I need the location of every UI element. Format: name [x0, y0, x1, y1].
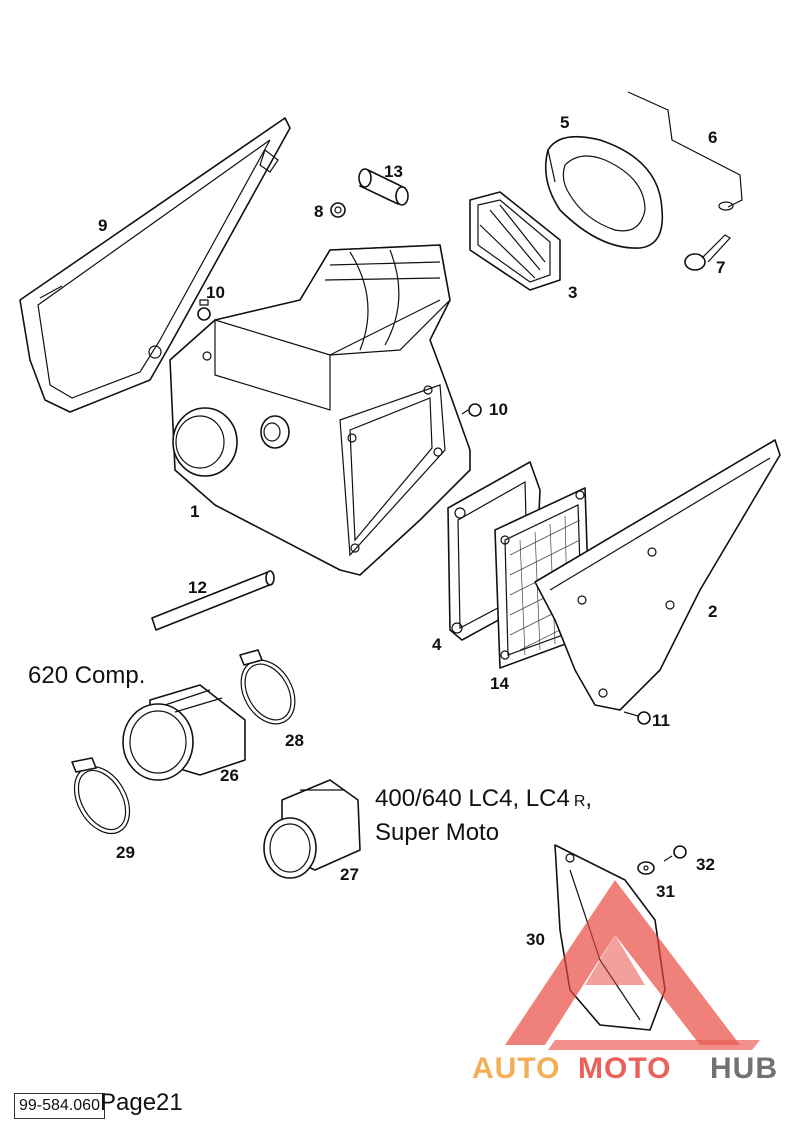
watermark-moto: MOTO	[578, 1052, 671, 1085]
caption-lc4-comma: ,	[585, 785, 592, 812]
part-10-screw-upper	[197, 299, 211, 321]
page-number: Page21	[100, 1089, 183, 1116]
label-part-32: 32	[696, 855, 715, 874]
caption-lc4-r: R	[574, 793, 586, 810]
part-1-airbox	[169, 244, 471, 576]
part-13-sleeve	[358, 168, 409, 206]
label-part-1: 1	[190, 502, 199, 521]
label-part-9: 9	[98, 216, 107, 235]
label-part-6: 6	[708, 128, 717, 147]
part-12-hose	[151, 570, 275, 631]
part-9-left-side-cover	[19, 117, 291, 413]
label-part-28: 28	[285, 731, 304, 750]
label-part-10-upper: 10	[206, 283, 225, 302]
watermark-hub: HUB	[710, 1052, 778, 1085]
label-part-31: 31	[656, 882, 675, 901]
part-32-screw	[663, 845, 687, 862]
part-31-washer	[637, 861, 655, 875]
label-part-27: 27	[340, 865, 359, 884]
part-5-air-filter	[544, 135, 664, 249]
caption-620-comp: 620 Comp.	[28, 662, 145, 689]
label-part-7: 7	[716, 258, 725, 277]
label-part-2: 2	[708, 602, 717, 621]
part-7-pin	[684, 234, 731, 271]
label-part-26: 26	[220, 766, 239, 785]
label-part-11: 11	[652, 711, 670, 730]
watermark-auto: AUTO	[472, 1052, 560, 1085]
watermark-triangle-icon	[505, 880, 740, 1045]
part-3-filter-holder	[469, 191, 561, 291]
automotohub-watermark: AUTO MOTO HUB	[472, 880, 778, 1085]
part-29-clamp	[71, 757, 131, 835]
label-part-30: 30	[526, 930, 545, 949]
document-code: 99-584.060	[14, 1093, 105, 1119]
label-part-29: 29	[116, 843, 135, 862]
label-part-14: 14	[490, 674, 509, 693]
label-part-12: 12	[188, 578, 207, 597]
label-part-4: 4	[432, 635, 442, 654]
part-11-screw	[623, 711, 651, 725]
label-part-8: 8	[314, 202, 323, 221]
caption-super-moto: Super Moto	[375, 819, 499, 846]
caption-lc4-text: 400/640 LC4, LC4	[375, 785, 570, 812]
part-8-nut	[330, 202, 346, 218]
part-6-wire-clip	[627, 91, 743, 211]
part-27-intake-boot	[263, 779, 361, 879]
part-28-clamp	[239, 649, 296, 725]
label-part-5: 5	[560, 113, 569, 132]
part-2-right-side-cover	[534, 439, 781, 711]
label-part-13: 13	[384, 162, 403, 181]
label-part-10-mid: 10	[489, 400, 508, 419]
label-part-3: 3	[568, 283, 577, 302]
part-26-intake-boot	[122, 684, 246, 781]
part-10-screw-mid	[461, 403, 482, 417]
